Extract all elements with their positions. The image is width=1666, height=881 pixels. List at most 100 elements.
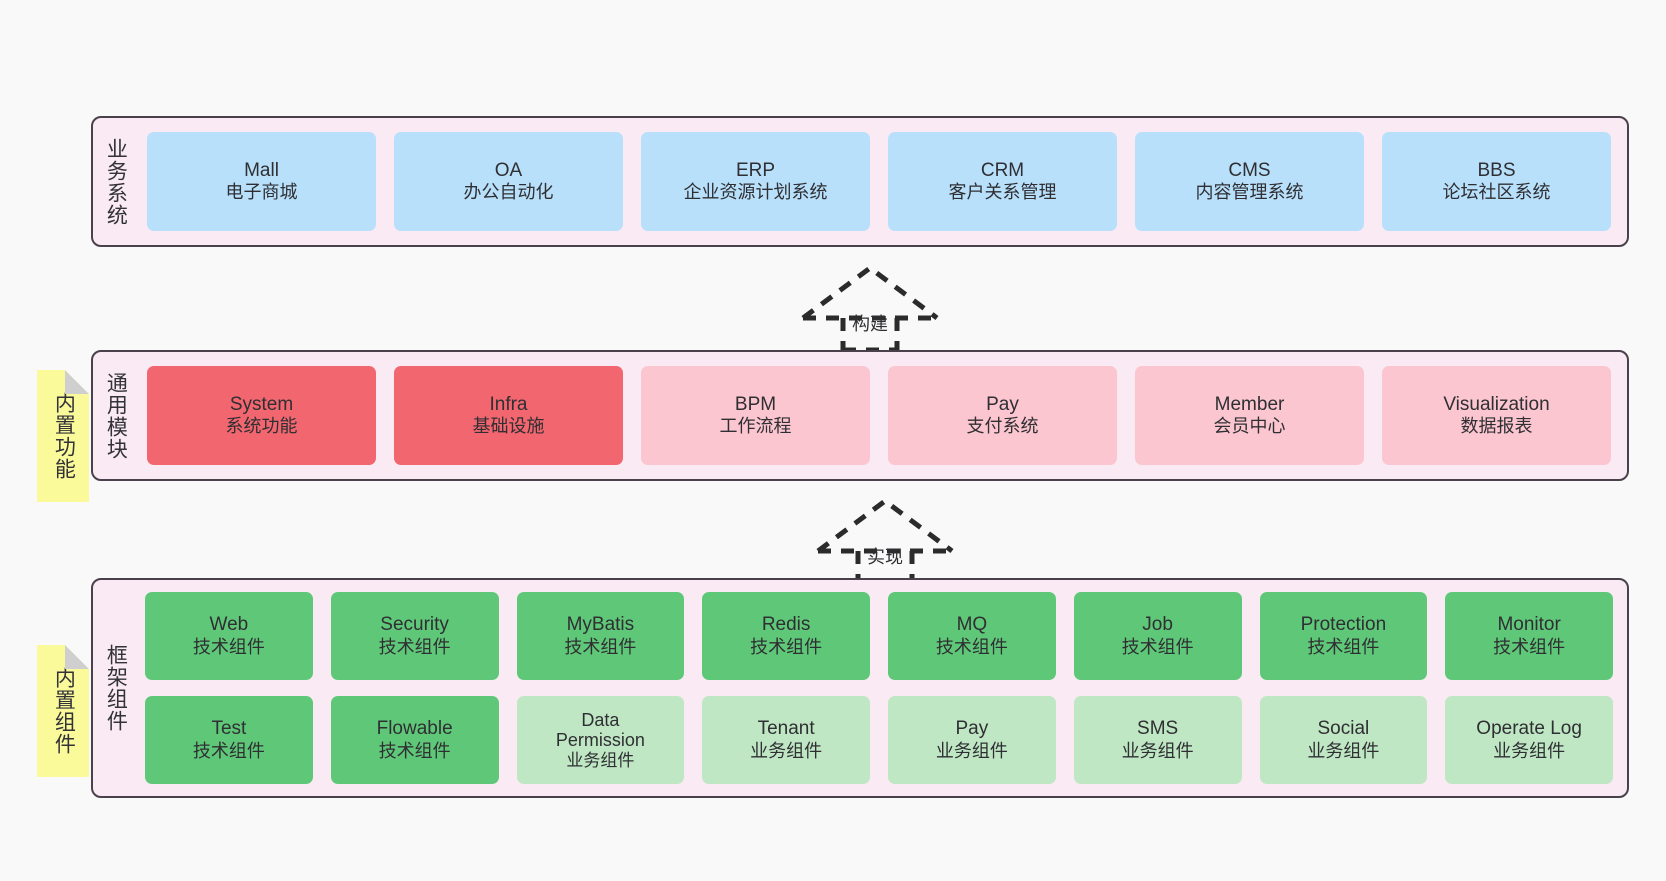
- layer-title-business-system: 业务系统: [104, 137, 128, 226]
- node-bpm[interactable]: BPM 工作流程: [641, 366, 870, 465]
- node-social[interactable]: Social 业务组件: [1259, 696, 1428, 784]
- note-fold-corner-icon: [65, 645, 89, 669]
- node-title-en: Operate Log: [1476, 718, 1582, 740]
- node-bbs[interactable]: BBS 论坛社区系统: [1382, 132, 1611, 231]
- layer-framework-component: 框架组件 Web 技术组件 Security 技术组件 MyBatis 技术组件…: [91, 578, 1629, 798]
- node-erp[interactable]: ERP 企业资源计划系统: [641, 132, 870, 231]
- node-operate-log[interactable]: Operate Log 业务组件: [1445, 696, 1613, 784]
- node-title-cn: 支付系统: [966, 416, 1039, 437]
- box-row: Web 技术组件 Security 技术组件 MyBatis 技术组件 Redi…: [145, 592, 1613, 680]
- layer-business-system: 业务系统 Mall 电子商城 OA 办公自动化 ERP 企业资源计划系统 CRM…: [91, 116, 1629, 247]
- node-title-cn: 业务组件: [1307, 740, 1380, 761]
- node-tenant[interactable]: Tenant 业务组件: [702, 696, 870, 784]
- node-title-en: BBS: [1477, 159, 1516, 181]
- node-title-cn: 电子商城: [225, 182, 298, 203]
- node-title-en: OA: [494, 159, 523, 181]
- node-title-en: Flowable: [376, 718, 453, 740]
- node-mybatis[interactable]: MyBatis 技术组件: [516, 592, 685, 680]
- node-pay-module[interactable]: Pay 支付系统: [888, 366, 1117, 465]
- node-title-cn: 企业资源计划系统: [683, 182, 828, 203]
- node-title-en: ERP: [735, 159, 776, 181]
- connector-implement-label: 实现: [867, 547, 903, 567]
- node-web[interactable]: Web 技术组件: [145, 592, 313, 680]
- node-title-cn: 技术组件: [1307, 636, 1380, 657]
- node-cms[interactable]: CMS 内容管理系统: [1135, 132, 1364, 231]
- node-title-en: Social: [1317, 718, 1370, 740]
- connector-implement: 实现: [810, 495, 960, 585]
- node-title-en: Protection: [1300, 614, 1387, 636]
- note-builtin-component[interactable]: 内置组件: [37, 645, 89, 777]
- node-title-en: Infra: [489, 393, 528, 415]
- layer-title-common-module: 通用模块: [104, 371, 128, 460]
- node-title-en: Data Permission: [555, 709, 645, 751]
- node-test[interactable]: Test 技术组件: [145, 696, 313, 784]
- node-infra[interactable]: Infra 基础设施: [394, 366, 623, 465]
- node-title-en: Pay: [955, 718, 989, 740]
- box-row: Mall 电子商城 OA 办公自动化 ERP 企业资源计划系统 CRM 客户关系…: [147, 132, 1611, 231]
- node-data-permission[interactable]: Data Permission 业务组件: [516, 696, 685, 784]
- node-title-cn: 论坛社区系统: [1442, 182, 1551, 203]
- layer-common-boxes: System 系统功能 Infra 基础设施 BPM 工作流程 Pay 支付系统…: [137, 352, 1627, 479]
- node-title-en: Security: [380, 614, 449, 636]
- node-crm[interactable]: CRM 客户关系管理: [888, 132, 1117, 231]
- node-protection[interactable]: Protection 技术组件: [1259, 592, 1428, 680]
- note-fold-corner-icon: [65, 370, 89, 394]
- node-title-cn: 工作流程: [719, 416, 792, 437]
- node-title-cn: 技术组件: [935, 636, 1008, 657]
- node-title-cn: 系统功能: [225, 416, 298, 437]
- node-title-cn: 数据报表: [1460, 416, 1533, 437]
- node-title-cn: 业务组件: [935, 740, 1008, 761]
- node-visualization[interactable]: Visualization 数据报表: [1382, 366, 1611, 465]
- node-title-cn: 基础设施: [472, 416, 545, 437]
- node-mq[interactable]: MQ 技术组件: [888, 592, 1056, 680]
- node-member[interactable]: Member 会员中心: [1135, 366, 1364, 465]
- node-title-en: CRM: [980, 159, 1025, 181]
- node-title-en: Web: [209, 614, 249, 636]
- node-title-cn: 办公自动化: [463, 182, 554, 203]
- node-title-en: Job: [1142, 614, 1173, 636]
- node-redis[interactable]: Redis 技术组件: [702, 592, 870, 680]
- node-title-en: Visualization: [1443, 393, 1550, 415]
- node-monitor[interactable]: Monitor 技术组件: [1445, 592, 1613, 680]
- node-title-en: Pay: [986, 393, 1019, 415]
- note-builtin-component-label: 内置组件: [52, 667, 76, 755]
- node-title-cn: 客户关系管理: [948, 182, 1057, 203]
- layer-business-boxes: Mall 电子商城 OA 办公自动化 ERP 企业资源计划系统 CRM 客户关系…: [137, 118, 1627, 245]
- note-builtin-function[interactable]: 内置功能: [37, 370, 89, 502]
- node-flowable[interactable]: Flowable 技术组件: [330, 696, 499, 784]
- node-title-en: Mall: [244, 159, 279, 181]
- node-title-cn: 技术组件: [192, 636, 265, 657]
- node-title-cn: 会员中心: [1213, 416, 1286, 437]
- node-title-en: System: [229, 393, 294, 415]
- node-title-cn: 技术组件: [1493, 636, 1566, 657]
- node-mall[interactable]: Mall 电子商城: [147, 132, 376, 231]
- node-job[interactable]: Job 技术组件: [1073, 592, 1242, 680]
- node-title-cn: 技术组件: [378, 636, 451, 657]
- node-title-en: Tenant: [757, 718, 815, 740]
- node-sms[interactable]: SMS 业务组件: [1073, 696, 1242, 784]
- note-builtin-function-label: 内置功能: [52, 392, 76, 480]
- layer-common-module: 通用模块 System 系统功能 Infra 基础设施 BPM 工作流程 Pay…: [91, 350, 1629, 481]
- layer-framework-boxes: Web 技术组件 Security 技术组件 MyBatis 技术组件 Redi…: [137, 580, 1627, 796]
- node-title-cn: 技术组件: [750, 636, 823, 657]
- node-title-en: CMS: [1228, 159, 1271, 181]
- node-title-en: Redis: [761, 614, 811, 636]
- node-title-cn: 业务组件: [1121, 740, 1194, 761]
- node-security[interactable]: Security 技术组件: [330, 592, 499, 680]
- connector-build: 构建: [795, 262, 945, 352]
- node-title-cn: 技术组件: [564, 636, 637, 657]
- node-system[interactable]: System 系统功能: [147, 366, 376, 465]
- connector-build-label: 构建: [852, 314, 888, 334]
- node-oa[interactable]: OA 办公自动化: [394, 132, 623, 231]
- node-title-en: MQ: [956, 614, 988, 636]
- node-title-cn: 技术组件: [378, 740, 451, 761]
- node-title-en: Test: [211, 718, 247, 740]
- node-title-cn: 业务组件: [1493, 740, 1566, 761]
- node-title-cn: 业务组件: [750, 740, 823, 761]
- node-title-en: MyBatis: [566, 614, 635, 636]
- node-title-cn: 内容管理系统: [1195, 182, 1304, 203]
- node-title-cn: 技术组件: [192, 740, 265, 761]
- node-title-cn: 业务组件: [566, 750, 635, 770]
- node-pay-component[interactable]: Pay 业务组件: [888, 696, 1056, 784]
